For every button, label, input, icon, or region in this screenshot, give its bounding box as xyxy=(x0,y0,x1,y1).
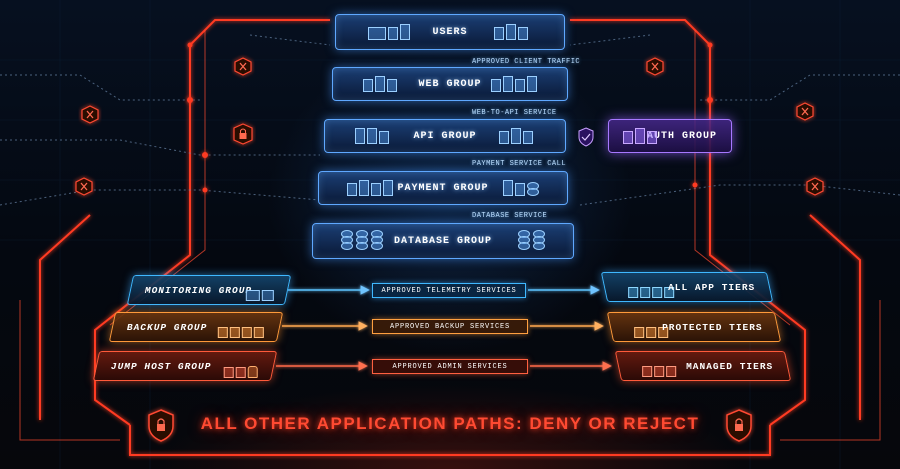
lock-icon xyxy=(233,123,253,145)
x-hex-icon xyxy=(75,177,93,196)
backup-group-source[interactable]: BACKUP GROUP xyxy=(108,312,284,342)
server-rack-icon xyxy=(491,76,537,92)
connection-label-database-service: DATABASE SERVICE xyxy=(472,212,548,220)
shield-lock-icon xyxy=(726,409,752,442)
x-hex-icon xyxy=(646,57,664,76)
database-icon xyxy=(518,230,545,250)
payment-group-tier[interactable]: PAYMENT GROUP xyxy=(318,171,568,205)
deny-banner: ALL OTHER APPLICATION PATHS: DENY OR REJ… xyxy=(200,414,700,433)
web-group-tier[interactable]: WEB GROUP xyxy=(332,67,568,101)
payment-group-label: PAYMENT GROUP xyxy=(397,182,489,194)
server-rack-icon xyxy=(623,128,657,144)
auth-group-label: AUTH GROUP xyxy=(646,130,717,142)
auth-group-tier[interactable]: AUTH GROUP xyxy=(608,119,732,153)
backup-group-label: BACKUP GROUP xyxy=(127,321,208,333)
jump-host-group-source[interactable]: JUMP HOST GROUP xyxy=(92,351,278,381)
database-group-tier[interactable]: DATABASE GROUP xyxy=(312,223,574,259)
protected-tiers-label: PROTECTED TIERS xyxy=(662,321,763,333)
server-rack-icon xyxy=(347,180,393,196)
connection-label-payment-call: PAYMENT SERVICE CALL xyxy=(472,160,567,168)
admin-host-icon xyxy=(223,366,258,378)
api-group-tier[interactable]: API GROUP xyxy=(324,119,566,153)
x-hex-icon xyxy=(796,102,814,121)
x-hex-icon xyxy=(81,105,99,124)
monitor-server-icon xyxy=(368,24,410,40)
backup-service-label: APPROVED BACKUP SERVICES xyxy=(372,319,528,334)
protected-tiers-target[interactable]: PROTECTED TIERS xyxy=(606,312,782,342)
connection-label-web-to-api: WEB-TO-API SERVICE xyxy=(472,109,557,117)
x-hex-icon xyxy=(234,57,252,76)
x-hex-icon xyxy=(806,177,824,196)
shield-lock-icon xyxy=(148,409,174,442)
server-rack-icon xyxy=(503,180,539,196)
jump-host-group-label: JUMP HOST GROUP xyxy=(111,360,212,372)
monitoring-group-label: MONITORING GROUP xyxy=(145,284,253,296)
web-group-label: WEB GROUP xyxy=(418,78,482,90)
monitoring-group-source[interactable]: MONITORING GROUP xyxy=(126,275,292,305)
all-app-tiers-target[interactable]: ALL APP TIERS xyxy=(600,272,774,302)
server-rack-icon xyxy=(494,24,528,40)
all-app-tiers-label: ALL APP TIERS xyxy=(667,281,755,293)
connection-label-client-traffic: APPROVED CLIENT TRAFFIC xyxy=(472,58,581,66)
managed-tiers-target[interactable]: MANAGED TIERS xyxy=(614,351,792,381)
database-icon xyxy=(341,230,383,250)
server-rack-icon xyxy=(499,128,533,144)
admin-service-label: APPROVED ADMIN SERVICES xyxy=(372,359,528,374)
backup-storage-icon xyxy=(217,327,264,338)
database-group-label: DATABASE GROUP xyxy=(393,235,492,247)
server-rack-icon xyxy=(363,76,397,92)
server-rack-icon xyxy=(355,128,389,144)
telemetry-service-label: APPROVED TELEMETRY SERVICES xyxy=(372,283,526,298)
dashboard-monitor-icon xyxy=(245,290,274,301)
shield-check-icon xyxy=(578,127,594,147)
server-rack-icon xyxy=(642,366,677,377)
users-tier[interactable]: USERS xyxy=(335,14,565,50)
api-group-label: API GROUP xyxy=(413,130,477,142)
users-label: USERS xyxy=(432,26,468,38)
managed-tiers-label: MANAGED TIERS xyxy=(685,360,773,372)
